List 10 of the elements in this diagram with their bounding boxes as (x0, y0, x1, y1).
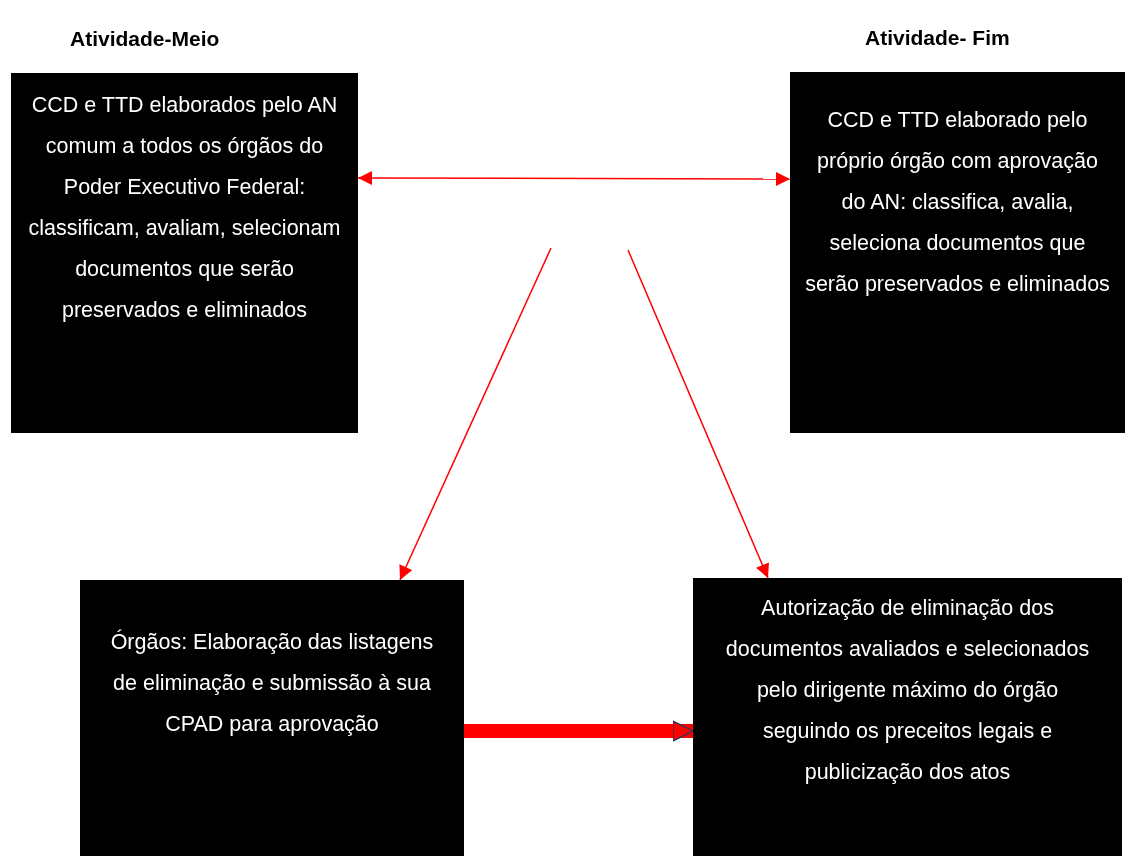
box-text: Órgãos: Elaboração das listagens de eliminação e submissão à sua CPAD para aprovação (109, 628, 435, 738)
box-text: CCD e TTD elaborado pelo próprio órgão com aprovação do AN: classifica, avalia, seleciona documentos que serão preservados e eliminados (804, 107, 1111, 298)
box-text: Autorização de eliminação dos documentos avaliados e selecionados pelo dirigente máximo do órgão seguindo os preceitos legais e publicização dos atos (724, 595, 1091, 786)
arrow (357, 171, 791, 186)
column-heading: Atividade- Fim (865, 25, 1010, 51)
arrow (399, 247, 552, 581)
column-heading: Atividade-Meio (70, 26, 220, 52)
arrow (464, 720, 694, 742)
box-text: CCD e TTD elaborados pelo AN comum a todos os órgãos do Poder Executivo Federal: classificam, avaliam, selecionam documentos que serão preservados e eliminados (27, 92, 342, 324)
arrow (627, 249, 769, 579)
